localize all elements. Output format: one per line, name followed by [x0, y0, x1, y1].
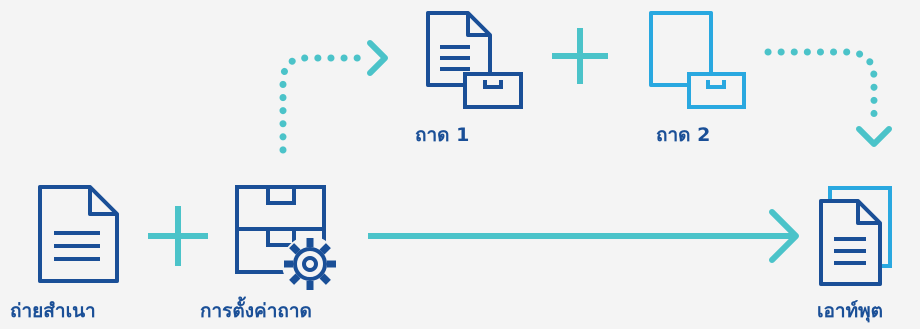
tray1-document-icon: [426, 11, 523, 109]
plus-icon: [148, 206, 208, 266]
main-arrow: [368, 209, 799, 263]
original-label: ถ่ายสำเนา: [10, 300, 96, 322]
dotted-arrow-to-tray1: [279, 40, 388, 154]
tray-setting-label: การตั้งค่าถาด: [200, 300, 312, 322]
tray2-paper-icon: [649, 11, 746, 109]
output-label: เอาท์พุต: [817, 300, 883, 322]
gear-icon: [282, 236, 338, 292]
tray2-label: ถาด 2: [656, 124, 711, 146]
original-document-icon: [38, 185, 119, 283]
tray-setting-icon: [235, 185, 338, 292]
tray1-label: ถาด 1: [415, 124, 470, 146]
dotted-arrow-to-output: [764, 48, 892, 147]
plus-icon: [552, 28, 608, 84]
output-document-icon: [819, 186, 892, 286]
